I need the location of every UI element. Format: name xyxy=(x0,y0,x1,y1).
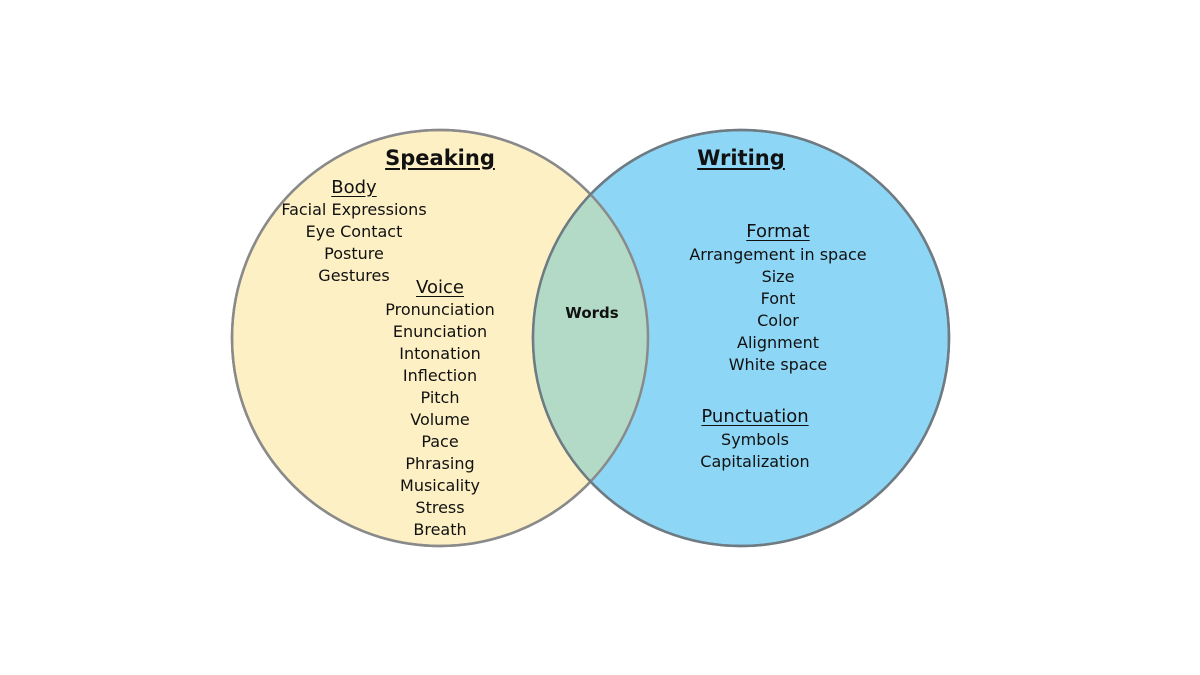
format-item: Font xyxy=(760,289,796,308)
voice-item: Stress xyxy=(415,498,465,517)
voice-item: Pronunciation xyxy=(385,300,495,319)
voice-item: Inflection xyxy=(402,366,478,385)
punctuation-item: Capitalization xyxy=(700,452,810,471)
punctuation-heading: Punctuation xyxy=(701,406,809,427)
writing-title: Writing xyxy=(697,146,785,170)
punctuation-item: Symbols xyxy=(721,430,789,449)
speaking-circle-outline xyxy=(230,128,650,548)
voice-item: Musicality xyxy=(400,476,480,495)
body-item: Posture xyxy=(324,244,384,263)
voice-item: Breath xyxy=(413,520,467,539)
overlap-label: Words xyxy=(565,304,619,322)
voice-item: Enunciation xyxy=(392,322,488,341)
voice-item: Intonation xyxy=(399,344,481,363)
body-item: Facial Expressions xyxy=(281,200,427,219)
voice-item: Volume xyxy=(410,410,470,429)
voice-heading: Voice xyxy=(416,277,464,298)
voice-item: Pace xyxy=(421,432,459,451)
format-item: Alignment xyxy=(737,333,819,352)
format-item: Color xyxy=(757,311,799,330)
speaking-title: Speaking xyxy=(385,146,495,170)
voice-item: Pitch xyxy=(420,388,460,407)
body-item: Eye Contact xyxy=(305,222,403,241)
voice-item: Phrasing xyxy=(405,454,475,473)
format-item: Arrangement in space xyxy=(689,245,867,264)
body-item: Gestures xyxy=(318,266,390,285)
format-item: White space xyxy=(728,355,828,374)
format-item: Size xyxy=(761,267,795,286)
writing-circle-outline xyxy=(531,128,951,548)
body-heading: Body xyxy=(331,177,377,198)
format-heading: Format xyxy=(746,221,810,242)
